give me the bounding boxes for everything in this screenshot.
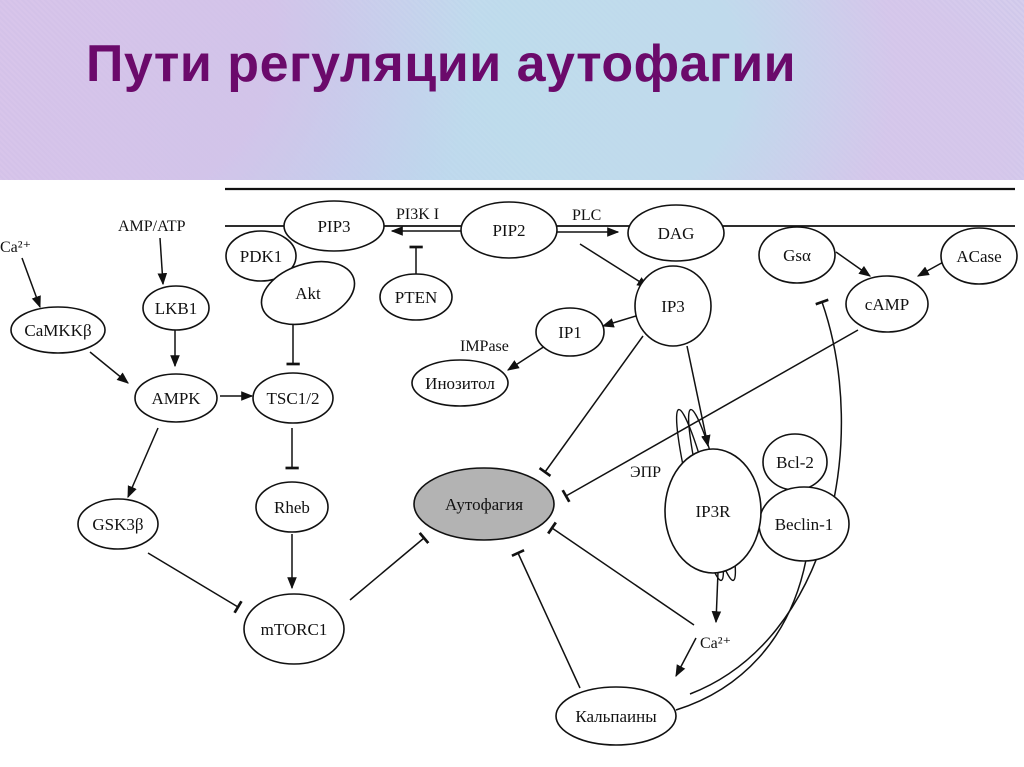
edge-camkk-ampk <box>89 351 129 384</box>
edges <box>21 226 948 711</box>
node-ip3r: IP3R <box>664 448 762 574</box>
edge-ampk-gsk3 <box>127 427 159 499</box>
node-ampk-label: AMPK <box>151 389 201 408</box>
node-ampk: AMPK <box>134 373 218 423</box>
edge-ip3-ip1 <box>601 315 637 328</box>
node-mtorc1-label: mTORC1 <box>261 620 328 639</box>
edge-ca-camkk <box>21 257 41 309</box>
node-beclin1: Beclin-1 <box>758 486 850 562</box>
node-ip3-label: IP3 <box>661 297 685 316</box>
node-gsa-label: Gsα <box>783 246 811 265</box>
node-ip3: IP3 <box>634 265 712 347</box>
node-pip2: PIP2 <box>460 201 558 259</box>
node-pdk1: PDK1 <box>225 230 297 282</box>
node-beclin1-label: Beclin-1 <box>775 515 834 534</box>
node-pten-label: PTEN <box>395 288 438 307</box>
node-tsc12: TSC1/2 <box>252 372 334 424</box>
node-tsc12-label: TSC1/2 <box>267 389 320 408</box>
node-pip3-label: PIP3 <box>317 217 350 236</box>
edge-mtorc1-autophagy-inhibit <box>349 531 430 601</box>
node-gsa: Gsα <box>758 226 836 284</box>
node-calpains: Кальпаины <box>555 686 677 746</box>
label-amp-atp: AMP/ATP <box>118 218 186 235</box>
node-rheb: Rheb <box>255 481 329 533</box>
label-impase: IMPase <box>460 338 509 355</box>
edge-gsa-camp <box>835 251 871 277</box>
node-camp-label: cAMP <box>865 295 909 314</box>
node-autophagy: Аутофагия <box>413 467 555 541</box>
node-acase-label: ACase <box>956 247 1001 266</box>
node-camp: cAMP <box>845 275 929 333</box>
edge-gsk3-mtorc1-inhibit <box>147 552 243 614</box>
node-calpains-label: Кальпаины <box>575 707 657 726</box>
node-bcl2-label: Bcl-2 <box>776 453 814 472</box>
node-akt-label: Akt <box>295 284 321 303</box>
node-akt: Akt <box>260 260 356 326</box>
node-mtorc1: mTORC1 <box>243 593 345 665</box>
node-gsk3b: GSK3β <box>77 498 159 550</box>
edge-ca-calpains <box>675 637 697 678</box>
title-banner: Пути регуляции аутофагии <box>0 0 1024 180</box>
node-lkb1-label: LKB1 <box>155 299 198 318</box>
edge-calpains-autophagy-inhibit <box>511 548 581 689</box>
node-ip1-label: IP1 <box>558 323 582 342</box>
node-pten: PTEN <box>379 273 453 321</box>
node-pip2-label: PIP2 <box>492 221 525 240</box>
node-inositol-label: Инозитол <box>425 374 495 393</box>
label-ca-bottom: Ca²⁺ <box>700 635 731 652</box>
node-camkk-label: CaMKKβ <box>24 321 91 340</box>
label-pi3k: PI3K I <box>396 206 439 223</box>
edge-ip3-ip3r <box>686 345 711 448</box>
edge-pip2-ip3 <box>579 243 650 288</box>
edge-ip3r-ca <box>711 571 722 624</box>
edge-ampatp-lkb1 <box>157 237 168 286</box>
node-rheb-label: Rheb <box>274 498 310 517</box>
edge-camp-autophagy-inhibit <box>561 329 859 503</box>
edge-beclin-calpains <box>675 559 807 711</box>
node-autophagy-label: Аутофагия <box>445 495 523 514</box>
node-gsk3b-label: GSK3β <box>92 515 143 534</box>
node-bcl2: Bcl-2 <box>762 433 828 491</box>
node-pip3: PIP3 <box>283 200 385 252</box>
node-camkk: CaMKKβ <box>10 306 106 354</box>
node-pdk1-label: PDK1 <box>240 247 283 266</box>
node-inositol: Инозитол <box>411 359 509 407</box>
node-acase: ACase <box>940 227 1018 285</box>
node-ip3r-label: IP3R <box>696 502 732 521</box>
label-epr: ЭПР <box>630 464 661 481</box>
page-title: Пути регуляции аутофагии <box>86 35 797 93</box>
edge-ca-autophagy-inhibit <box>547 521 695 626</box>
node-lkb1: LKB1 <box>142 285 210 331</box>
edge-ip3-autophagy-inhibit <box>538 335 644 478</box>
edge-ip1-inositol <box>506 345 546 371</box>
node-dag: DAG <box>627 204 725 262</box>
node-ip1: IP1 <box>535 307 605 357</box>
node-dag-label: DAG <box>658 224 695 243</box>
label-plc: PLC <box>572 207 601 224</box>
label-ca-top: Ca²⁺ <box>0 239 31 256</box>
